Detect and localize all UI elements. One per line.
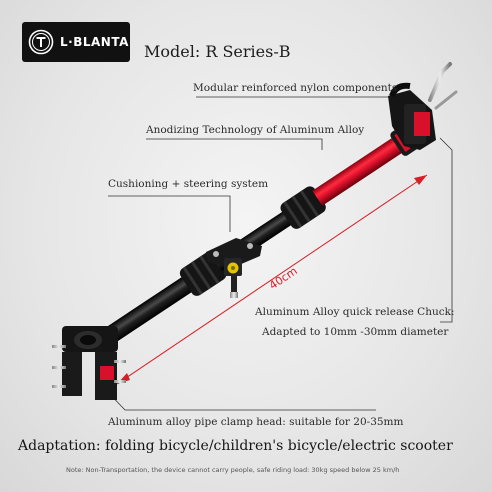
lower-black-tube [92, 271, 201, 351]
callout-chuck-title: Aluminum Alloy quick release Chuck: [255, 306, 455, 318]
callout-clamp-head: Aluminum alloy pipe clamp head: suitable… [108, 416, 404, 428]
dimension-label: 40cm [267, 264, 300, 292]
pipe-clamp-head [52, 326, 126, 400]
callout-chuck-diameter: Adapted to 10mm -30mm diameter [262, 326, 449, 338]
steering-bracket [206, 238, 262, 298]
t-circle-logo-icon [28, 29, 54, 55]
callout-anodizing: Anodizing Technology of Aluminum Alloy [146, 124, 365, 136]
safety-note: Note: Non-Transportation, the device can… [66, 466, 400, 474]
model-title: Model: R Series-B [144, 42, 291, 61]
upper-locking-knob [280, 186, 326, 229]
brand-logo: L·BLANTA [22, 22, 130, 62]
logo-text: L·BLANTA [60, 35, 129, 49]
callout-nylon-components: Modular reinforced nylon components [193, 82, 398, 94]
quick-release-chuck [388, 62, 458, 150]
red-anodized-tube [312, 135, 406, 206]
callout-cushioning: Cushioning + steering system [108, 178, 269, 190]
adaptation-text: Adaptation: folding bicycle/children's b… [18, 438, 453, 454]
